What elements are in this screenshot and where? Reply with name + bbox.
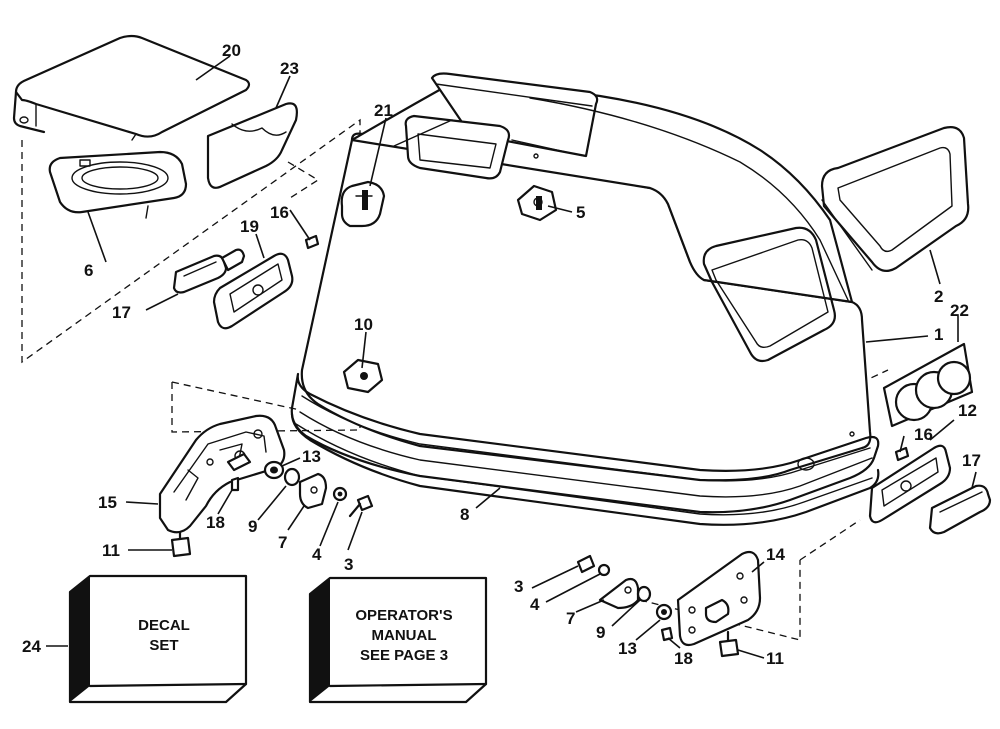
latch-lever-left bbox=[172, 248, 246, 294]
hardware-right bbox=[576, 554, 740, 658]
callout-19: 19 bbox=[240, 217, 259, 236]
callout-16a: 16 bbox=[270, 203, 289, 222]
callout-22: 22 bbox=[950, 301, 969, 320]
latch-lever-right bbox=[928, 484, 992, 535]
callout-13b: 13 bbox=[618, 639, 637, 658]
leader-lines bbox=[46, 55, 977, 659]
callout-17b: 17 bbox=[962, 451, 981, 470]
callout-4a: 4 bbox=[312, 545, 322, 564]
callout-14: 14 bbox=[766, 545, 785, 564]
callout-20: 20 bbox=[222, 41, 241, 60]
manual-line-1: OPERATOR'S bbox=[355, 607, 452, 624]
engine-cover bbox=[290, 72, 880, 526]
callout-9b: 9 bbox=[596, 623, 605, 642]
callout-4b: 4 bbox=[530, 595, 540, 614]
decal-set-box: DECAL SET bbox=[68, 574, 248, 704]
rubber-grommet bbox=[342, 358, 384, 394]
callout-1: 1 bbox=[934, 325, 943, 344]
callout-11b: 11 bbox=[766, 649, 784, 668]
base-plate bbox=[48, 150, 188, 219]
decal-line-1: DECAL bbox=[138, 617, 190, 634]
callout-13a: 13 bbox=[302, 447, 321, 466]
manual-line-2: MANUAL bbox=[372, 627, 437, 644]
callout-5: 5 bbox=[576, 203, 585, 222]
callout-17a: 17 bbox=[112, 303, 131, 322]
callout-11a: 11 bbox=[102, 541, 120, 560]
callout-numbers: 1 2 3 3 4 4 5 6 7 7 8 9 9 10 11 11 12 13… bbox=[22, 41, 981, 668]
latch-knob bbox=[516, 184, 558, 222]
callout-6: 6 bbox=[84, 261, 93, 280]
callout-15: 15 bbox=[98, 493, 117, 512]
callout-21: 21 bbox=[374, 101, 393, 120]
top-cover bbox=[12, 34, 251, 141]
bracket-left bbox=[158, 414, 286, 534]
callout-18b: 18 bbox=[674, 649, 693, 668]
manual-line-3: SEE PAGE 3 bbox=[360, 647, 448, 664]
callout-24: 24 bbox=[22, 637, 41, 656]
callout-7a: 7 bbox=[278, 533, 287, 552]
grille bbox=[820, 126, 970, 273]
decal-line-2: SET bbox=[149, 637, 178, 654]
latch-knob-large bbox=[340, 180, 386, 228]
callout-23: 23 bbox=[280, 59, 299, 78]
operators-manual-box: OPERATOR'S MANUAL SEE PAGE 3 bbox=[308, 576, 488, 704]
hardware-left bbox=[170, 452, 374, 558]
bracket-right bbox=[676, 550, 762, 647]
callout-2: 2 bbox=[934, 287, 943, 306]
callout-12: 12 bbox=[958, 401, 977, 420]
callout-18a: 18 bbox=[206, 513, 225, 532]
callout-8: 8 bbox=[460, 505, 469, 524]
callout-10: 10 bbox=[354, 315, 373, 334]
latch-plate-left bbox=[212, 252, 294, 330]
screw-right bbox=[894, 446, 910, 462]
seal-strip bbox=[206, 102, 298, 189]
callout-7b: 7 bbox=[566, 609, 575, 628]
callout-16b: 16 bbox=[914, 425, 933, 444]
callout-9a: 9 bbox=[248, 517, 257, 536]
callout-3b: 3 bbox=[514, 577, 523, 596]
callout-3a: 3 bbox=[344, 555, 353, 574]
plug-set bbox=[882, 342, 974, 428]
latch-plate-right bbox=[868, 444, 952, 524]
